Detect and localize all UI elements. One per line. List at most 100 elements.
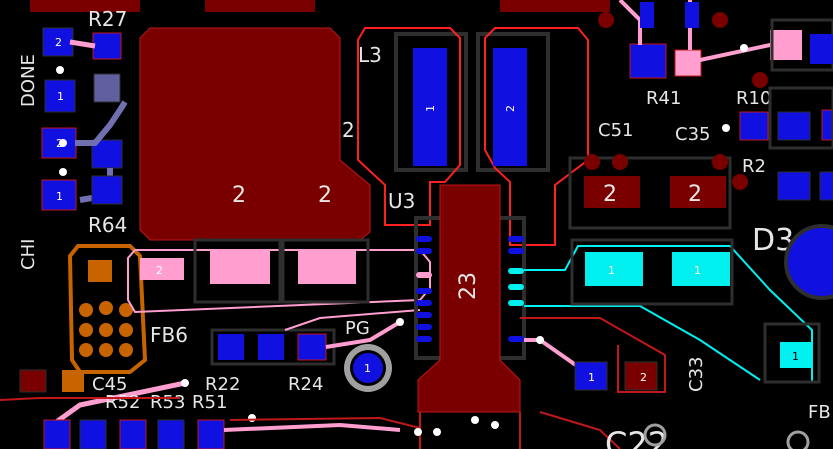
trace-pink[interactable] bbox=[223, 422, 401, 432]
via[interactable] bbox=[59, 168, 67, 176]
trace-cyan[interactable] bbox=[524, 305, 761, 381]
pad-r64-bottom[interactable] bbox=[41, 179, 77, 211]
via-red[interactable] bbox=[752, 72, 768, 88]
fb6-pin[interactable] bbox=[79, 323, 93, 337]
label-done: DONE bbox=[18, 54, 39, 107]
pad-cyan[interactable] bbox=[672, 252, 730, 286]
pad-pink[interactable] bbox=[298, 250, 356, 284]
pad-red-small[interactable] bbox=[624, 361, 658, 391]
pad-blue[interactable] bbox=[810, 34, 833, 64]
u3-pin[interactable] bbox=[508, 268, 524, 274]
l3-pad-2[interactable] bbox=[493, 48, 527, 166]
pad-r64-right[interactable] bbox=[91, 175, 123, 205]
u3-pin[interactable] bbox=[508, 284, 524, 290]
u3-pin[interactable] bbox=[416, 248, 432, 254]
trace-pink[interactable] bbox=[69, 39, 96, 49]
via-ring[interactable] bbox=[643, 423, 667, 447]
fb6-pin[interactable] bbox=[99, 343, 113, 357]
pad-r24[interactable] bbox=[297, 333, 327, 361]
fb6-pin[interactable] bbox=[99, 323, 113, 337]
pad-cyan[interactable] bbox=[585, 252, 643, 286]
pad-r41-b[interactable] bbox=[674, 49, 702, 77]
via[interactable] bbox=[471, 416, 479, 424]
via[interactable] bbox=[722, 124, 730, 132]
u3-pin[interactable] bbox=[508, 248, 524, 254]
via-red[interactable] bbox=[598, 12, 614, 28]
pad-r22-a[interactable] bbox=[218, 334, 244, 360]
via[interactable] bbox=[56, 66, 64, 74]
pad-red[interactable] bbox=[19, 369, 47, 393]
u3-pin[interactable] bbox=[508, 336, 524, 342]
pour-pad-label: 2 bbox=[232, 183, 246, 208]
trace-pink[interactable] bbox=[284, 309, 421, 331]
via[interactable] bbox=[536, 336, 544, 344]
l3-pad-1[interactable] bbox=[413, 48, 447, 166]
copper-pour-main[interactable] bbox=[139, 27, 371, 241]
fb6-pin[interactable] bbox=[119, 343, 133, 357]
pad-blue[interactable] bbox=[821, 109, 833, 141]
fb6-pin[interactable] bbox=[99, 301, 113, 315]
via-red[interactable] bbox=[584, 154, 600, 170]
via[interactable] bbox=[491, 421, 499, 429]
pad-c51-b[interactable] bbox=[670, 176, 726, 208]
u3-pin[interactable] bbox=[508, 300, 524, 306]
fb6-pin[interactable] bbox=[79, 343, 93, 357]
via[interactable] bbox=[396, 318, 404, 326]
via[interactable] bbox=[414, 428, 422, 436]
via-red[interactable] bbox=[712, 12, 728, 28]
fb6-pad-bottom[interactable] bbox=[62, 370, 84, 392]
u3-pin[interactable] bbox=[416, 300, 432, 306]
u3-pin[interactable] bbox=[416, 336, 432, 342]
u3-pin[interactable] bbox=[416, 272, 432, 278]
via[interactable] bbox=[248, 414, 256, 422]
u3-pin[interactable] bbox=[416, 236, 432, 242]
pad-pink[interactable] bbox=[210, 250, 270, 284]
pad-r53-a[interactable] bbox=[119, 419, 147, 449]
via-red[interactable] bbox=[612, 154, 628, 170]
fb6-pin[interactable] bbox=[79, 303, 93, 317]
pad-pink-small[interactable] bbox=[140, 258, 184, 280]
pad-r22-b[interactable] bbox=[258, 334, 284, 360]
pad-done[interactable] bbox=[44, 79, 76, 113]
pad-small[interactable] bbox=[640, 2, 654, 28]
fb6-pin[interactable] bbox=[119, 323, 133, 337]
via-red[interactable] bbox=[712, 154, 728, 170]
pad-r2-b[interactable] bbox=[819, 171, 833, 201]
fb6-pin-grid bbox=[79, 301, 133, 357]
pad-r27-a[interactable] bbox=[42, 27, 74, 57]
u3-pin[interactable] bbox=[416, 324, 432, 330]
pad-r2-a[interactable] bbox=[777, 171, 811, 201]
fb6-pad-top[interactable] bbox=[88, 260, 112, 282]
pad-c35-b[interactable] bbox=[777, 111, 811, 141]
u3-pin[interactable] bbox=[416, 312, 432, 318]
pad-r51-a[interactable] bbox=[197, 419, 225, 449]
trace-pink[interactable] bbox=[325, 320, 402, 349]
pad-cyan-far[interactable] bbox=[780, 342, 812, 368]
via[interactable] bbox=[433, 428, 441, 436]
pad-r41-a[interactable] bbox=[629, 43, 667, 79]
trace-cyan[interactable] bbox=[524, 245, 813, 383]
via[interactable] bbox=[181, 379, 189, 387]
pad-small[interactable] bbox=[685, 2, 699, 28]
via[interactable] bbox=[59, 139, 67, 147]
pad-r52-a[interactable] bbox=[43, 419, 71, 449]
pad-r27-b[interactable] bbox=[92, 32, 122, 60]
pad-blue-small[interactable] bbox=[574, 361, 608, 391]
u3-pin[interactable] bbox=[416, 288, 432, 294]
component-outline bbox=[570, 238, 734, 306]
u3-pin[interactable] bbox=[508, 236, 524, 242]
fb6-pin[interactable] bbox=[119, 303, 133, 317]
d3-pad[interactable] bbox=[784, 224, 833, 300]
via-red[interactable] bbox=[732, 174, 748, 190]
u3-pins-right bbox=[508, 236, 524, 342]
via[interactable] bbox=[740, 44, 748, 52]
pad-r64-gray[interactable] bbox=[93, 73, 121, 103]
pad-r52-b[interactable] bbox=[79, 419, 107, 449]
pad-c35-a[interactable] bbox=[739, 111, 769, 141]
pad-r53-b[interactable] bbox=[157, 419, 185, 449]
pg-via-pad[interactable] bbox=[353, 353, 383, 383]
pad-c51-a[interactable] bbox=[584, 176, 640, 208]
via-ring[interactable] bbox=[786, 430, 810, 449]
pad-pink[interactable] bbox=[770, 30, 802, 60]
